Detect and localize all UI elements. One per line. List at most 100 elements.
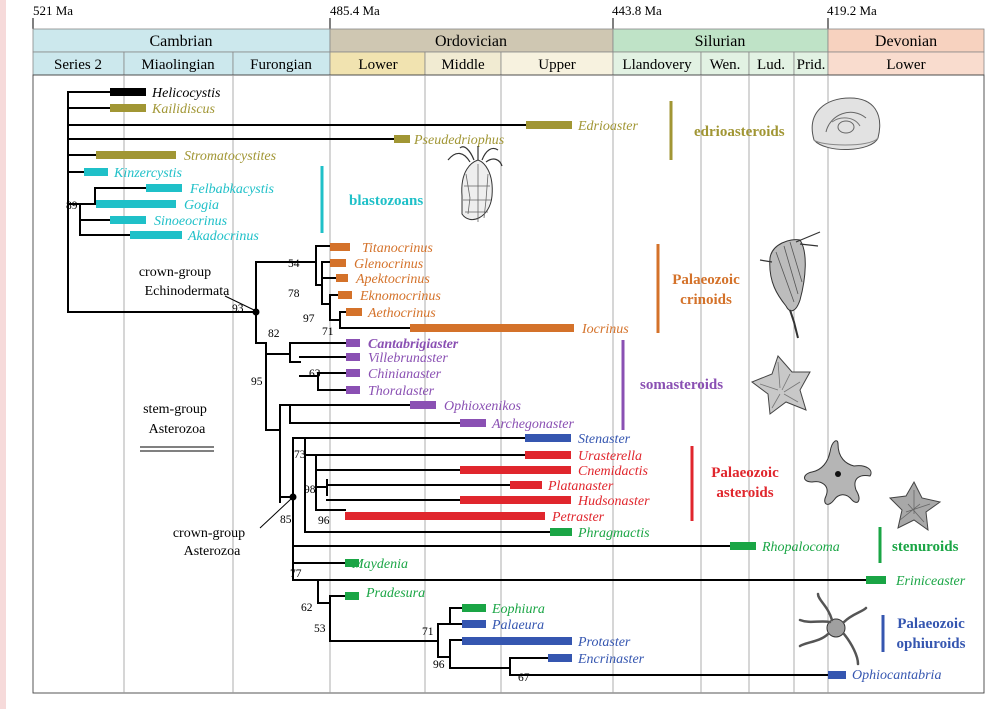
clade-label-asterozoa-stem: Asterozoa [149, 422, 207, 437]
range-hudsonaster [460, 496, 571, 504]
group-brackets: edrioasteroids blastozoans Palaeozoic cr… [320, 101, 966, 652]
crown-asterozoa-node [289, 493, 297, 501]
range-cantabrigiaster [346, 339, 360, 347]
taxon-platanaster: Platanaster [547, 479, 614, 494]
taxon-kinzercystis: Kinzercystis [113, 166, 182, 181]
group-label-palaeozoic-asteroids-1: Palaeozoic [711, 465, 779, 481]
range-eriniceaster [866, 576, 886, 584]
range-platanaster [510, 481, 542, 489]
crinoid-illustration [759, 231, 821, 339]
support-value-54: 54 [288, 258, 300, 270]
taxon-thoralaster: Thoralaster [368, 384, 435, 399]
range-iocrinus [410, 324, 574, 332]
age-label-419: 419.2 Ma [827, 3, 877, 18]
taxon-eknomocrinus: Eknomocrinus [359, 289, 441, 304]
taxon-encrinaster: Encrinaster [577, 652, 645, 667]
range-rhopalocoma [730, 542, 756, 550]
taxon-pseudedriophus: Pseudedriophus [413, 133, 505, 148]
taxon-rhopalocoma: Rhopalocoma [761, 540, 840, 555]
left-edge-strip [0, 0, 6, 709]
taxon-cnemidactis: Cnemidactis [578, 464, 649, 479]
chart-frame [32, 74, 985, 694]
range-helicocystis [110, 88, 146, 96]
period-label-ordovician: Ordovician [435, 33, 507, 50]
age-label-485: 485.4 Ma [330, 3, 380, 18]
range-ophiocantabria [828, 671, 846, 679]
taxon-edrioaster: Edrioaster [577, 119, 638, 134]
range-villebrunaster [346, 353, 360, 361]
taxon-titanocrinus: Titanocrinus [362, 241, 433, 256]
range-gogia [96, 200, 176, 208]
taxon-ophiocantabria: Ophiocantabria [852, 668, 941, 683]
support-value-82: 82 [268, 328, 280, 340]
support-value-78: 78 [288, 288, 300, 300]
taxon-stromatocystites: Stromatocystites [184, 149, 277, 164]
support-value-71b: 71 [422, 626, 434, 638]
range-pradesura [345, 592, 359, 600]
support-value-63: 63 [309, 368, 321, 380]
somasteroid-illustration [750, 355, 811, 415]
support-value-67: 67 [518, 672, 530, 684]
range-petraster [345, 512, 545, 520]
stage-label-llandovery: Llandovery [622, 57, 692, 73]
stage-label-ord-lower: Lower [358, 57, 397, 73]
group-label-palaeozoic-crinoids-1: Palaeozoic [672, 272, 740, 288]
period-label-devonian: Devonian [875, 33, 937, 50]
clade-label-stem-group: stem-group [143, 402, 207, 417]
taxon-labels: Helicocystis Kailidiscus Edrioaster Pseu… [113, 86, 966, 683]
taxon-hudsonaster: Hudsonaster [577, 494, 650, 509]
range-felbabkacystis [146, 184, 182, 192]
range-maydenia [345, 559, 359, 567]
range-akadocrinus [130, 231, 182, 239]
clade-label-asterozoa-crown: Asterozoa [184, 544, 242, 559]
stenuroid-illustration [888, 480, 942, 532]
group-label-palaeozoic-crinoids-2: crinoids [680, 292, 732, 308]
taxon-felbabkacystis: Felbabkacystis [189, 182, 275, 197]
stage-label-ludlow: Lud. [757, 57, 785, 73]
clade-label-echinodermata: Echinodermata [145, 284, 231, 299]
range-pseudedriophus [394, 135, 410, 143]
support-value-98: 98 [304, 484, 316, 496]
taxon-chinianaster: Chinianaster [368, 367, 442, 382]
asterozoa-pointer [259, 498, 292, 529]
stage-label-ord-middle: Middle [441, 57, 485, 73]
range-phragmactis [550, 528, 572, 536]
clade-label-crown-group-2: crown-group [173, 526, 245, 541]
age-label-521: 521 Ma [33, 3, 73, 18]
support-value-95: 95 [251, 376, 263, 388]
stage-label-pridoli: Prid. [797, 57, 826, 73]
stage-gridlines [123, 75, 829, 693]
taxon-maydenia: Maydenia [351, 557, 408, 572]
support-value-71a: 71 [322, 326, 334, 338]
range-edrioaster [526, 121, 572, 129]
taxon-glenocrinus: Glenocrinus [354, 257, 424, 272]
stage-label-furongian: Furongian [250, 57, 312, 73]
range-protaster [462, 637, 572, 645]
stage-label-ord-upper: Upper [538, 57, 576, 73]
support-value-89: 89 [66, 200, 78, 212]
stage-label-miaolingian: Miaolingian [141, 57, 215, 73]
range-kailidiscus [110, 104, 146, 112]
range-stromatocystites [96, 151, 176, 159]
group-label-blastozoans: blastozoans [349, 193, 423, 209]
range-eophiura [462, 604, 486, 612]
support-values: 89 54 78 97 71 93 82 63 95 73 98 96 85 7… [66, 200, 530, 684]
range-aethocrinus [346, 308, 362, 316]
support-value-96b: 96 [433, 659, 445, 671]
taxon-stenaster: Stenaster [578, 432, 631, 447]
taxon-aethocrinus: Aethocrinus [367, 306, 436, 321]
timescale-header: 521 Ma 485.4 Ma 443.8 Ma 419.2 Ma Cambri… [32, 3, 985, 694]
echinodermata-pointer [224, 295, 255, 311]
tree-branches [67, 91, 867, 676]
age-label-443: 443.8 Ma [612, 3, 662, 18]
range-chinianaster [346, 369, 360, 377]
support-value-96a: 96 [318, 515, 330, 527]
range-glenocrinus [330, 259, 346, 267]
taxon-palaeura: Palaeura [491, 618, 544, 633]
stage-label-wenlock: Wen. [710, 57, 741, 73]
support-value-62: 62 [301, 602, 313, 614]
taxon-gogia: Gogia [184, 198, 219, 213]
range-cnemidactis [460, 466, 571, 474]
group-label-palaeozoic-ophiuroids-2: ophiuroids [897, 636, 966, 652]
